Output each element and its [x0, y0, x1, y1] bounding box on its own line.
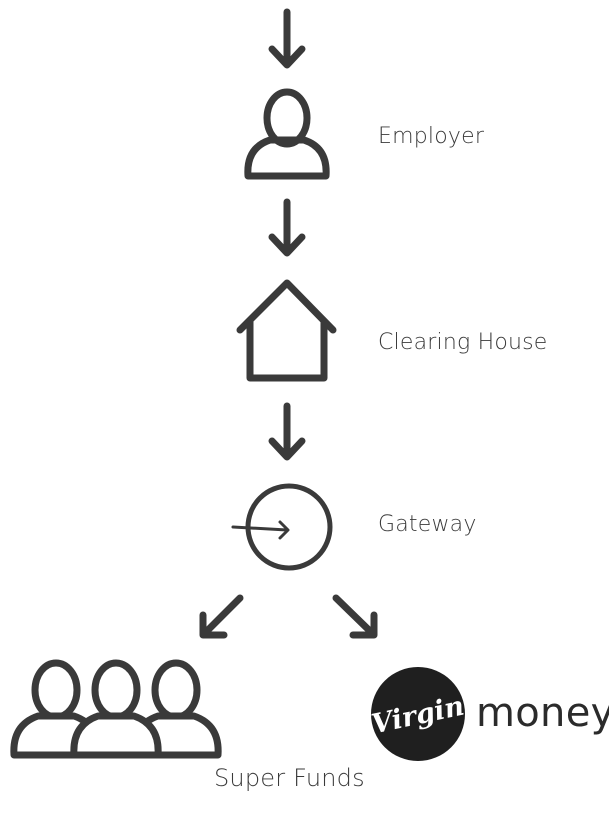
employer-label: Employer — [378, 124, 485, 149]
money-wordmark: money — [476, 690, 609, 736]
clearing-house-label: Clearing House — [378, 330, 548, 355]
super-funds-label: Super Funds — [214, 764, 365, 792]
arrow-down-icon — [268, 8, 306, 69]
arrow-down-icon — [268, 198, 306, 257]
gateway-label: Gateway — [378, 512, 477, 537]
group-people-icon — [10, 659, 222, 759]
virgin-money-logo: Virgin — [369, 667, 467, 761]
arrow-down-right-icon — [332, 594, 378, 639]
person-icon — [244, 88, 330, 180]
house-icon — [236, 279, 337, 382]
gateway-circle-icon — [231, 483, 333, 571]
arrow-down-icon — [268, 402, 306, 461]
arrow-down-left-icon — [199, 594, 244, 639]
